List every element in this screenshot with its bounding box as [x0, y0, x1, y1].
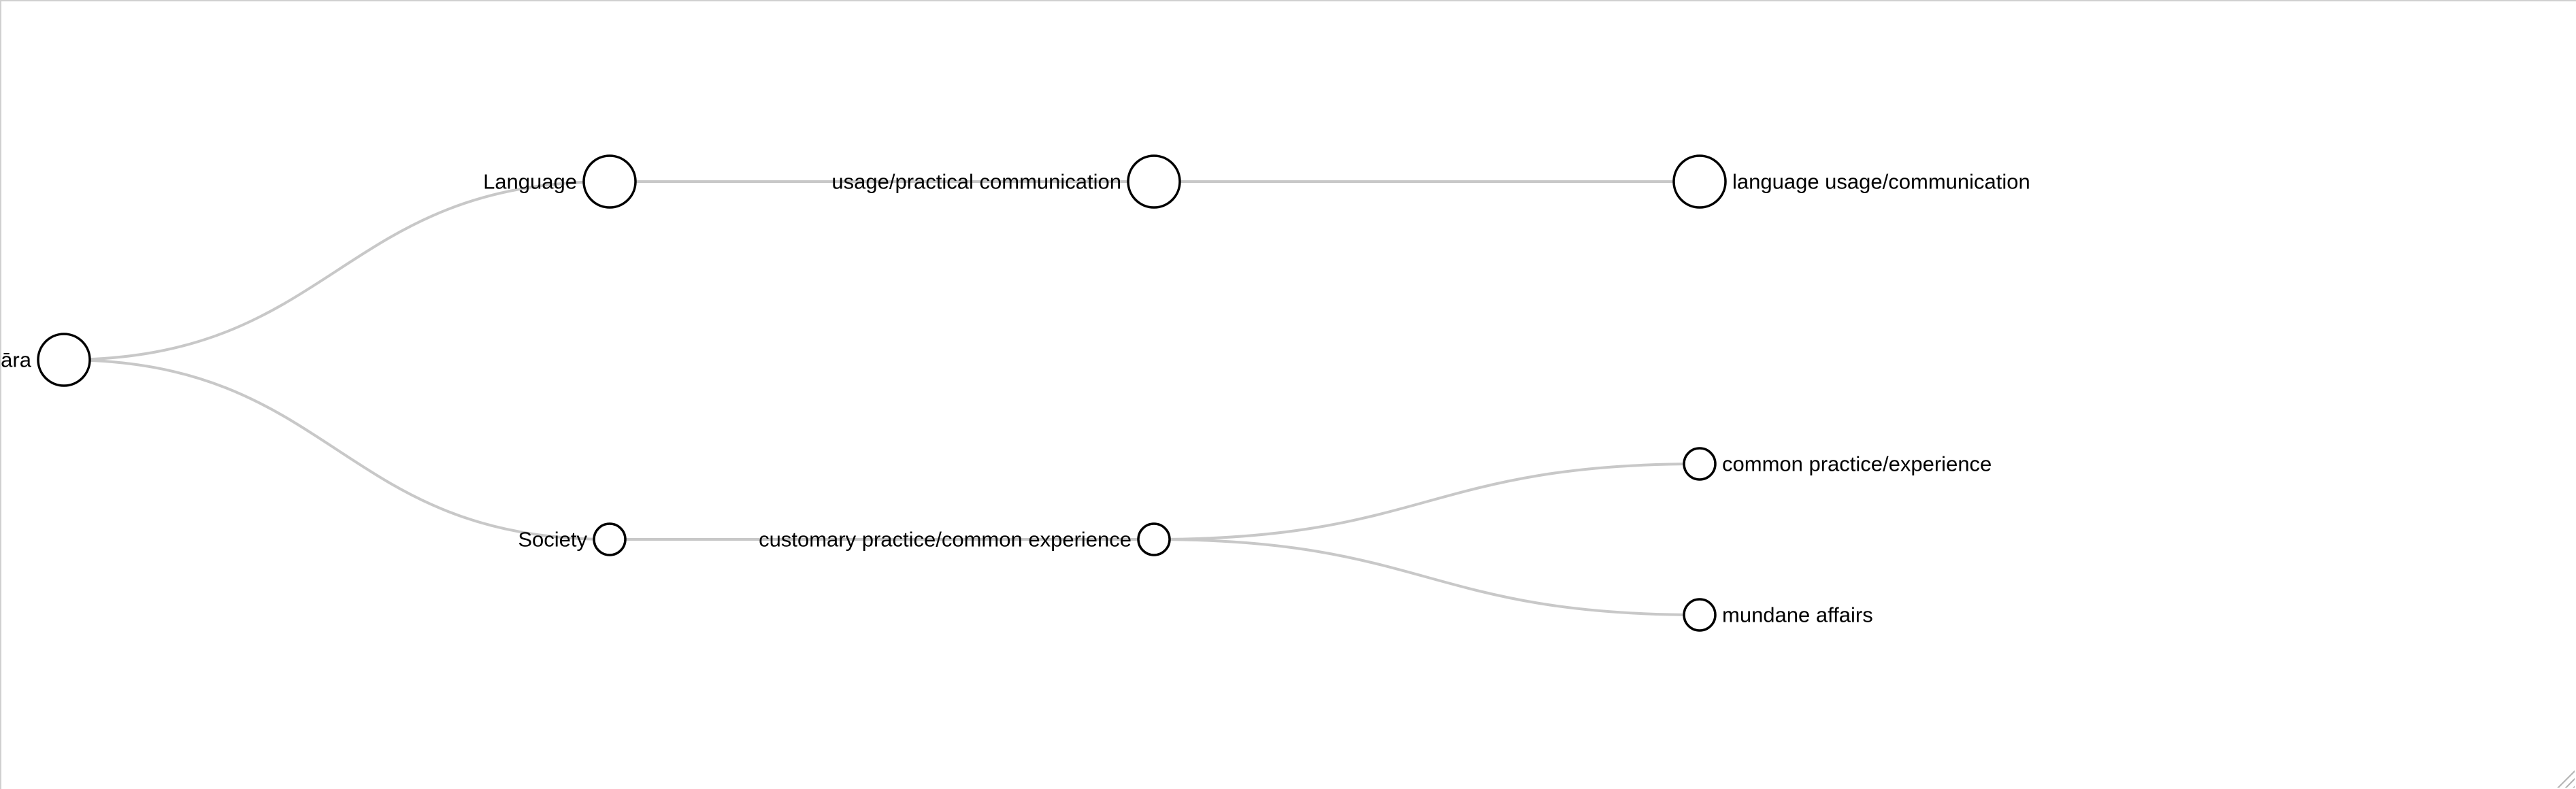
- node-circle[interactable]: [582, 154, 637, 209]
- tree-node-lang_usage[interactable]: language usage/communication: [1672, 154, 2030, 209]
- link-root-to-language: [63, 180, 610, 361]
- tree-node-usage[interactable]: usage/practical communication: [831, 154, 1181, 209]
- links-layer: [63, 180, 1700, 616]
- nodes-layer: Vyavahāra Language usage/practical communi…: [1, 154, 2030, 632]
- link-customary-to-common: [1153, 463, 1700, 541]
- node-circle[interactable]: [1127, 154, 1181, 209]
- tree-node-society[interactable]: Society: [518, 522, 627, 556]
- node-label: common practice/experience: [1722, 452, 1992, 476]
- node-circle[interactable]: [1683, 447, 1717, 481]
- node-label: usage/practical communication: [831, 170, 1121, 194]
- node-circle[interactable]: [593, 522, 627, 556]
- tree-node-language[interactable]: Language: [483, 154, 637, 209]
- node-label: Vyavahāra: [1, 348, 32, 372]
- node-circle[interactable]: [1137, 522, 1171, 556]
- tree-node-customary[interactable]: customary practice/common experience: [759, 522, 1171, 556]
- tree-node-common[interactable]: common practice/experience: [1683, 447, 1992, 481]
- node-label: Society: [518, 528, 587, 552]
- link-root-to-society: [63, 358, 610, 541]
- node-label: language usage/communication: [1732, 170, 2030, 194]
- node-circle[interactable]: [37, 333, 91, 387]
- node-circle[interactable]: [1672, 154, 1727, 209]
- tree-node-mundane[interactable]: mundane affairs: [1683, 598, 1873, 632]
- node-circle[interactable]: [1683, 598, 1717, 632]
- tree-node-root[interactable]: Vyavahāra: [1, 333, 91, 387]
- link-customary-to-mundane: [1153, 538, 1700, 616]
- node-label: Language: [483, 170, 577, 194]
- node-label: customary practice/common experience: [759, 528, 1132, 552]
- node-label: mundane affairs: [1722, 603, 1873, 627]
